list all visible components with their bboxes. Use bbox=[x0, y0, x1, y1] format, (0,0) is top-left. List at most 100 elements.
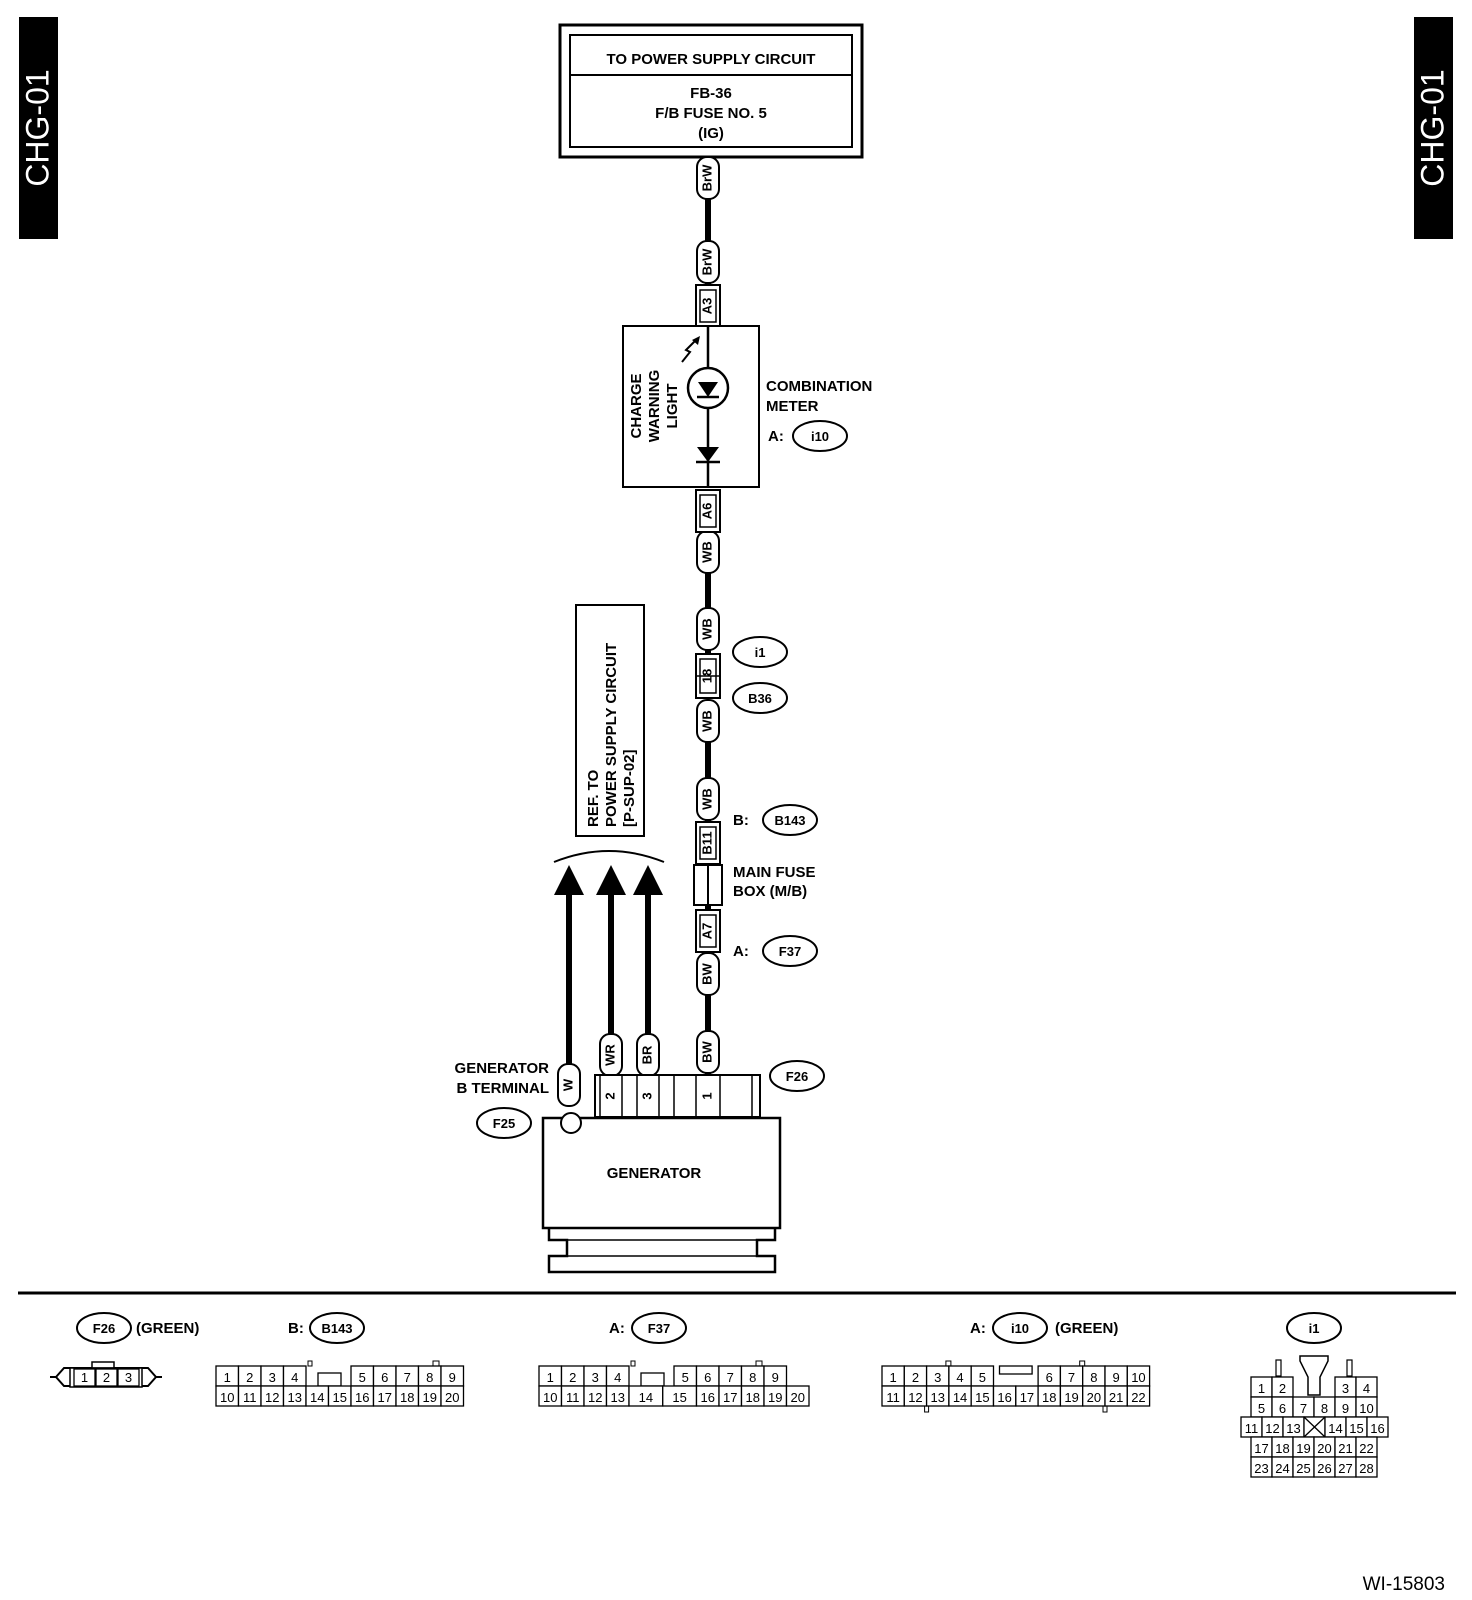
legend-i10-pin-8: 8 bbox=[1082, 1365, 1106, 1387]
legend-f37-cells-pin-1: 1 bbox=[538, 1365, 563, 1387]
legend-i1-pin-5-label: 5 bbox=[1258, 1401, 1265, 1416]
legend-i10-pin-15-label: 15 bbox=[975, 1390, 989, 1405]
legend-i10-pin-12-label: 12 bbox=[908, 1390, 922, 1405]
legend-i10-pin-6: 6 bbox=[1037, 1365, 1062, 1387]
legend-b143-cells-pin-19: 19 bbox=[417, 1385, 442, 1407]
power-supply-box: TO POWER SUPPLY CIRCUIT FB-36 F/B FUSE N… bbox=[558, 23, 864, 159]
legend-f37-cells-pin-3: 3 bbox=[583, 1365, 608, 1387]
legend-i1-pin-2-label: 2 bbox=[1279, 1381, 1286, 1396]
legend-f26-pin-2-label: 2 bbox=[103, 1370, 110, 1385]
legend-b143-cells-pin-4: 4 bbox=[282, 1365, 307, 1387]
legend-b143-cells-pin-11: 11 bbox=[237, 1385, 262, 1407]
legend-f26-pin-1: 1 bbox=[73, 1368, 96, 1387]
svg-text:WARNING: WARNING bbox=[646, 370, 663, 443]
generator-wire-labels: WR BR W bbox=[557, 1033, 660, 1107]
connector-f25-callout: F25 bbox=[493, 1116, 515, 1131]
legend-i10-pin-10: 10 bbox=[1126, 1365, 1151, 1387]
generator-b-terminal-label-2: B TERMINAL bbox=[457, 1080, 550, 1097]
legend-i10-pin-1: 1 bbox=[881, 1365, 905, 1387]
legend-i10-pin-13-label: 13 bbox=[931, 1390, 945, 1405]
generator: GENERATOR GENERATOR B TERMINAL F25 bbox=[455, 1060, 782, 1274]
legend-f37-cells-pin-4: 4 bbox=[605, 1365, 630, 1387]
connector-b143-callout: B143 bbox=[774, 813, 805, 828]
legend-i1-pin-16-label: 16 bbox=[1370, 1421, 1384, 1436]
legend-i1-pin-28: 28 bbox=[1355, 1456, 1378, 1478]
power-supply-fuse-name: F/B FUSE NO. 5 bbox=[655, 105, 767, 122]
legend-b143-cells-pin-19-label: 19 bbox=[423, 1390, 437, 1405]
legend-i10-pin-4: 4 bbox=[948, 1365, 972, 1387]
legend-i10-pin-2-label: 2 bbox=[912, 1370, 919, 1385]
main-fuse-box-label-2: BOX (M/B) bbox=[733, 883, 807, 900]
legend-b143-name: B143 bbox=[321, 1321, 352, 1336]
legend-f37-cells-pin-9-label: 9 bbox=[772, 1370, 779, 1385]
legend-i1-blank-pin bbox=[1303, 1416, 1326, 1438]
legend-b143-cells-pin-10: 10 bbox=[215, 1385, 240, 1407]
legend-i10-pin-7: 7 bbox=[1059, 1365, 1084, 1387]
legend-b143-cells-pin-9: 9 bbox=[440, 1365, 465, 1387]
legend-i10-pin-20-label: 20 bbox=[1087, 1390, 1101, 1405]
legend-i10-pin-7-label: 7 bbox=[1068, 1370, 1075, 1385]
legend-i10-pin-6-label: 6 bbox=[1046, 1370, 1053, 1385]
legend-b143-cells-pin-8: 8 bbox=[417, 1365, 442, 1387]
legend-i10-pin-12: 12 bbox=[903, 1385, 928, 1407]
reference-box-line-1: REF. TO bbox=[585, 769, 602, 827]
legend-i10-pin-14: 14 bbox=[948, 1385, 972, 1407]
connector-b143-prefix: B: bbox=[733, 812, 749, 829]
side-tab-right-label: CHG-01 bbox=[1414, 69, 1450, 186]
legend-b143-cells-pin-16: 16 bbox=[350, 1385, 375, 1407]
terminal-a7-label: A7 bbox=[699, 923, 714, 940]
legend-b143-cells-pin-7-label: 7 bbox=[404, 1370, 411, 1385]
terminal-18: 18 i1 B36 bbox=[695, 636, 788, 714]
combination-meter: CHARGE WARNING LIGHT COMBINATION METER A… bbox=[622, 325, 872, 488]
legend-i10-pin-3: 3 bbox=[925, 1365, 950, 1387]
legend-f37-cells-pin-7-label: 7 bbox=[727, 1370, 734, 1385]
legend-b143-cells-pin-12-label: 12 bbox=[265, 1390, 279, 1405]
legend-i10-pin-18: 18 bbox=[1037, 1385, 1062, 1407]
legend-i10-pin-9-label: 9 bbox=[1113, 1370, 1120, 1385]
combination-meter-name-1: COMBINATION bbox=[766, 378, 872, 395]
legend-b143-cells-pin-2-label: 2 bbox=[246, 1370, 253, 1385]
reference-arrows bbox=[554, 865, 663, 1069]
charge-warning-light-label: CHARGE WARNING LIGHT bbox=[628, 370, 681, 443]
terminal-b11-label: B11 bbox=[699, 831, 714, 854]
terminal-a7: A7 A: F37 bbox=[695, 909, 818, 967]
combination-meter-name-2: METER bbox=[766, 398, 819, 415]
legend-i10-pin-22-label: 22 bbox=[1131, 1390, 1145, 1405]
wire-label-bw-a7: BW bbox=[699, 962, 714, 984]
legend-i1-pin-1: 1 bbox=[1250, 1376, 1273, 1398]
reference-box-line-3: [P-SUP-02] bbox=[621, 749, 638, 827]
legend-i1-pin-21-label: 21 bbox=[1338, 1441, 1352, 1456]
terminal-a6: A6 bbox=[695, 489, 721, 533]
combination-meter-conn-prefix: A: bbox=[768, 428, 784, 445]
legend-f37-prefix: A: bbox=[609, 1320, 625, 1337]
terminal-18-label: 18 bbox=[699, 669, 714, 683]
legend-b143-cells-pin-20: 20 bbox=[440, 1385, 465, 1407]
legend-i10-pin-17-label: 17 bbox=[1020, 1390, 1034, 1405]
connector-f37-callout: F37 bbox=[779, 944, 801, 959]
legend-f37-cells-pin-2-label: 2 bbox=[569, 1370, 576, 1385]
legend-b143-cells-pin-7: 7 bbox=[395, 1365, 420, 1387]
legend-i1-pin-13: 13 bbox=[1282, 1416, 1305, 1438]
legend-i1-pin-14-label: 14 bbox=[1328, 1421, 1342, 1436]
connector-i10-callout: i10 bbox=[811, 429, 829, 444]
legend-i1-pin-3: 3 bbox=[1334, 1376, 1357, 1398]
legend-f37-cells-pin-13: 13 bbox=[605, 1385, 630, 1407]
legend-i10-pin-16: 16 bbox=[992, 1385, 1017, 1407]
legend-f37-cells-pin-14-label: 14 bbox=[639, 1390, 653, 1405]
legend-f37-name: F37 bbox=[648, 1321, 670, 1336]
legend-i10-pin-3-label: 3 bbox=[934, 1370, 941, 1385]
terminal-a3: A3 bbox=[695, 284, 721, 328]
legend-b143-cells-pin-1-label: 1 bbox=[224, 1370, 231, 1385]
legend-i1-pin-11-label: 11 bbox=[1245, 1421, 1259, 1436]
legend-b143-cells-pin-17-label: 17 bbox=[378, 1390, 392, 1405]
legend-i10-pin-11: 11 bbox=[881, 1385, 905, 1407]
legend-i10-pin-17: 17 bbox=[1015, 1385, 1039, 1407]
legend-i1-pin-28-label: 28 bbox=[1359, 1461, 1373, 1476]
power-supply-title: TO POWER SUPPLY CIRCUIT bbox=[607, 51, 816, 68]
legend-f37-cells-pin-15-label: 15 bbox=[672, 1390, 686, 1405]
legend-i10-pin-5: 5 bbox=[970, 1365, 995, 1387]
legend-f37-cells-pin-16-label: 16 bbox=[701, 1390, 715, 1405]
